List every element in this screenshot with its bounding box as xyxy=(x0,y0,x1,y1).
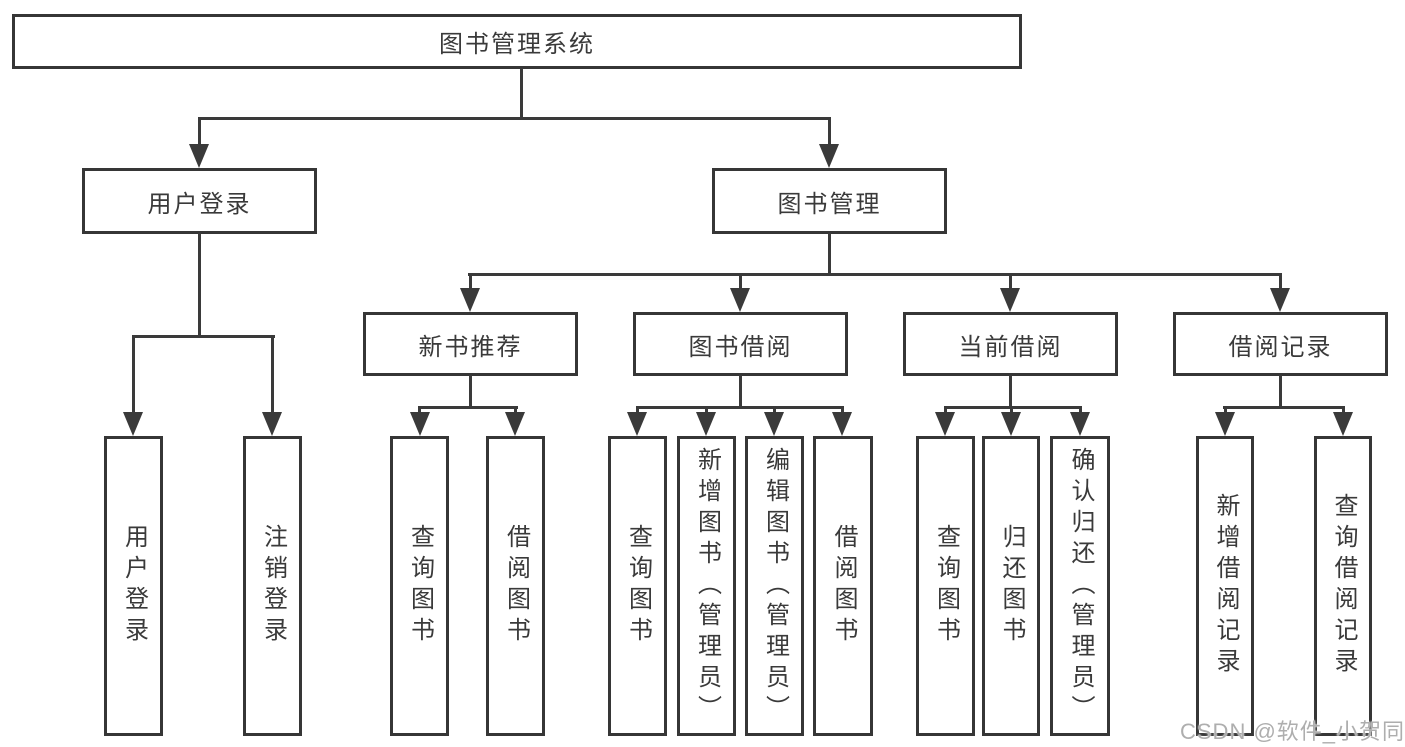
leaf-confirm-return-admin: 确认归还（管理员） xyxy=(1050,436,1110,736)
leaf-label: 借阅图书 xyxy=(830,524,857,648)
arrowhead-leaf xyxy=(935,412,955,436)
arrowhead-leaf xyxy=(1070,412,1090,436)
leaf-add-book-admin: 新增图书（管理员） xyxy=(677,436,736,736)
connector-to-user-login xyxy=(198,117,201,147)
leaf-return-book: 归还图书 xyxy=(982,436,1040,736)
leaf-query-book-3: 查询图书 xyxy=(916,436,975,736)
node-new-book-recommend: 新书推荐 xyxy=(363,312,578,376)
arrowhead-leaf xyxy=(1215,412,1235,436)
connector-to-book-borrow xyxy=(739,273,742,290)
leaf-label: 注销登录 xyxy=(259,524,287,648)
node-root: 图书管理系统 xyxy=(12,14,1022,69)
connector-to-leaf-logout xyxy=(271,335,274,415)
node-book-borrow: 图书借阅 xyxy=(633,312,848,376)
connector-to-leaf-login xyxy=(132,335,135,415)
leaf-query-book-2: 查询图书 xyxy=(608,436,667,736)
arrowhead-book-borrow xyxy=(730,288,750,312)
connector-leaf xyxy=(636,406,639,416)
connector-borrow-record-trunk xyxy=(1279,375,1282,409)
connector-level3-rail xyxy=(468,273,1282,276)
leaf-label: 新增图书（管理员） xyxy=(693,446,721,726)
connector-leaf xyxy=(1342,406,1345,416)
arrowhead-leaf xyxy=(764,412,784,436)
leaf-label: 用户登录 xyxy=(120,524,148,648)
leaf-edit-book-admin: 编辑图书（管理员） xyxy=(745,436,804,736)
connector-to-book-management xyxy=(828,117,831,147)
leaf-borrow-book-2: 借阅图书 xyxy=(813,436,873,736)
connector-leaf xyxy=(1079,406,1082,416)
arrowhead-user-login xyxy=(189,144,209,168)
arrowhead-leaf-logout xyxy=(262,412,282,436)
node-user-login: 用户登录 xyxy=(82,168,317,234)
connector-leaf xyxy=(1224,406,1227,416)
leaf-add-borrow-record: 新增借阅记录 xyxy=(1196,436,1254,736)
connector-user-login-trunk xyxy=(198,233,201,338)
connector-leaf xyxy=(841,406,844,416)
connector-book-borrow-trunk xyxy=(739,375,742,409)
arrowhead-leaf xyxy=(832,412,852,436)
leaf-label: 查询图书 xyxy=(624,524,652,648)
leaf-label: 查询借阅记录 xyxy=(1330,493,1357,679)
connector-user-login-rail xyxy=(132,335,275,338)
connector-book-borrow-rail xyxy=(636,406,844,409)
leaf-logout: 注销登录 xyxy=(243,436,302,736)
arrowhead-book-management xyxy=(819,144,839,168)
leaf-label: 查询图书 xyxy=(406,524,434,648)
connector-level2-rail xyxy=(198,117,831,120)
connector-root-trunk xyxy=(520,68,523,117)
arrowhead-new-book xyxy=(460,288,480,312)
connector-borrow-record-rail xyxy=(1223,406,1345,409)
arrowhead-borrow-record xyxy=(1270,288,1290,312)
leaf-label: 新增借阅记录 xyxy=(1212,493,1239,679)
leaf-label: 确认归还（管理员） xyxy=(1067,446,1094,726)
arrowhead-leaf xyxy=(1001,412,1021,436)
arrowhead-leaf xyxy=(696,412,716,436)
arrowhead-leaf xyxy=(1333,412,1353,436)
leaf-query-book-1: 查询图书 xyxy=(390,436,449,736)
node-book-management: 图书管理 xyxy=(712,168,947,234)
connector-current-borrow-trunk xyxy=(1009,375,1012,409)
leaf-label: 归还图书 xyxy=(998,524,1025,648)
node-borrow-record: 借阅记录 xyxy=(1173,312,1388,376)
connector-new-book-trunk xyxy=(469,375,472,409)
csdn-watermark: CSDN @软件_小贺同学 xyxy=(1180,719,1405,744)
connector-new-book-rail xyxy=(418,406,518,409)
connector-book-management-trunk xyxy=(828,233,831,276)
connector-leaf xyxy=(705,406,708,416)
connector-leaf xyxy=(773,406,776,416)
arrowhead-leaf xyxy=(627,412,647,436)
leaf-query-borrow-record: 查询借阅记录 xyxy=(1314,436,1372,736)
leaf-user-login: 用户登录 xyxy=(104,436,163,736)
connector-current-borrow-rail xyxy=(944,406,1082,409)
arrowhead-leaf xyxy=(505,412,525,436)
leaf-label: 查询图书 xyxy=(932,524,960,648)
arrowhead-current-borrow xyxy=(1000,288,1020,312)
connector-to-borrow-record xyxy=(1279,273,1282,290)
connector-leaf xyxy=(1010,406,1013,416)
connector-leaf xyxy=(514,406,517,416)
leaf-borrow-book-1: 借阅图书 xyxy=(486,436,545,736)
leaf-label: 编辑图书（管理员） xyxy=(761,446,789,726)
connector-leaf xyxy=(418,406,421,416)
node-current-borrow: 当前借阅 xyxy=(903,312,1118,376)
arrowhead-leaf xyxy=(410,412,430,436)
arrowhead-leaf-login xyxy=(123,412,143,436)
connector-to-new-book xyxy=(469,273,472,290)
connector-leaf xyxy=(944,406,947,416)
leaf-label: 借阅图书 xyxy=(502,524,530,648)
connector-to-current-borrow xyxy=(1009,273,1012,290)
